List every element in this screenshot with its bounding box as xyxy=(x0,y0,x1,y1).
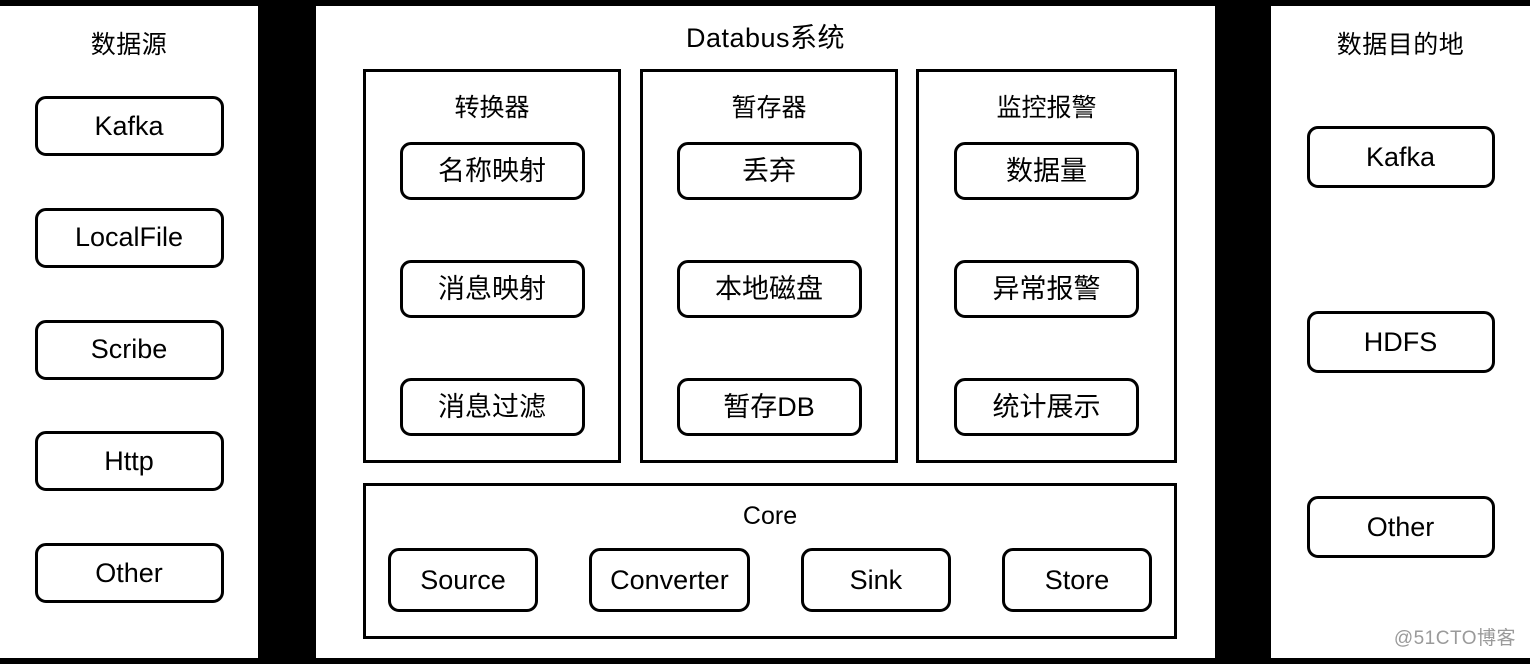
databus-group-monitoring: 监控报警 数据量 异常报警 统计展示 xyxy=(916,69,1177,463)
databus-group-monitoring-title: 监控报警 xyxy=(996,94,1097,122)
data-source-node-kafka[interactable]: Kafka xyxy=(34,96,224,156)
data-source-node-scribe[interactable]: Scribe xyxy=(34,319,224,380)
watermark-label: @51CTO博客 xyxy=(1393,628,1516,649)
databus-group-converter: 转换器 名称映射 消息映射 消息过滤 xyxy=(363,69,621,463)
databus-group-buffer: 暂存器 丢弃 本地磁盘 暂存DB xyxy=(640,69,898,463)
data-destination-node-hdfs[interactable]: HDFS xyxy=(1306,311,1495,373)
data-destination-node-other[interactable]: Other xyxy=(1306,496,1495,558)
data-destination-node-kafka[interactable]: Kafka xyxy=(1306,126,1495,188)
databus-node-message-filter[interactable]: 消息过滤 xyxy=(399,378,585,436)
data-source-node-other[interactable]: Other xyxy=(34,543,224,603)
databus-node-message-mapping[interactable]: 消息映射 xyxy=(399,260,585,318)
databus-core-node-sink[interactable]: Sink xyxy=(800,548,951,612)
data-source-panel-title: 数据源 xyxy=(90,31,168,59)
data-destination-node-list: Kafka HDFS Other xyxy=(1271,126,1530,558)
databus-group-converter-items: 名称映射 消息映射 消息过滤 xyxy=(366,142,618,436)
databus-core-node-store[interactable]: Store xyxy=(1001,548,1152,612)
databus-core-items: Source Converter Sink Store xyxy=(388,548,1152,612)
databus-core-node-source[interactable]: Source xyxy=(388,548,538,612)
databus-group-buffer-items: 丢弃 本地磁盘 暂存DB xyxy=(643,142,895,436)
databus-system-panel-title: Databus系统 xyxy=(685,23,846,53)
data-source-node-localfile[interactable]: LocalFile xyxy=(34,207,224,268)
databus-group-converter-title: 转换器 xyxy=(454,94,530,122)
databus-system-panel: Databus系统 转换器 名称映射 消息映射 消息过滤 暂存器 丢弃 本地磁盘… xyxy=(313,3,1218,661)
databus-group-buffer-title: 暂存器 xyxy=(731,94,807,122)
data-source-node-http[interactable]: Http xyxy=(34,431,224,492)
data-destination-panel: 数据目的地 Kafka HDFS Other @51CTO博客 xyxy=(1268,3,1530,661)
databus-node-name-mapping[interactable]: 名称映射 xyxy=(399,142,585,200)
data-source-node-list: Kafka LocalFile Scribe Http Other xyxy=(0,96,258,603)
databus-node-data-volume[interactable]: 数据量 xyxy=(954,142,1139,200)
databus-group-monitoring-items: 数据量 异常报警 统计展示 xyxy=(919,142,1174,436)
databus-node-discard[interactable]: 丢弃 xyxy=(676,142,862,200)
databus-node-buffer-db[interactable]: 暂存DB xyxy=(676,378,862,436)
databus-core-box: Core Source Converter Sink Store xyxy=(363,483,1177,639)
databus-core-title: Core xyxy=(742,502,798,530)
databus-core-node-converter[interactable]: Converter xyxy=(589,548,750,612)
data-destination-panel-title: 数据目的地 xyxy=(1336,31,1465,59)
data-source-panel: 数据源 Kafka LocalFile Scribe Http Other xyxy=(0,3,261,661)
databus-node-exception-alert[interactable]: 异常报警 xyxy=(954,260,1139,318)
databus-node-local-disk[interactable]: 本地磁盘 xyxy=(676,260,862,318)
databus-node-statistics-display[interactable]: 统计展示 xyxy=(954,378,1139,436)
